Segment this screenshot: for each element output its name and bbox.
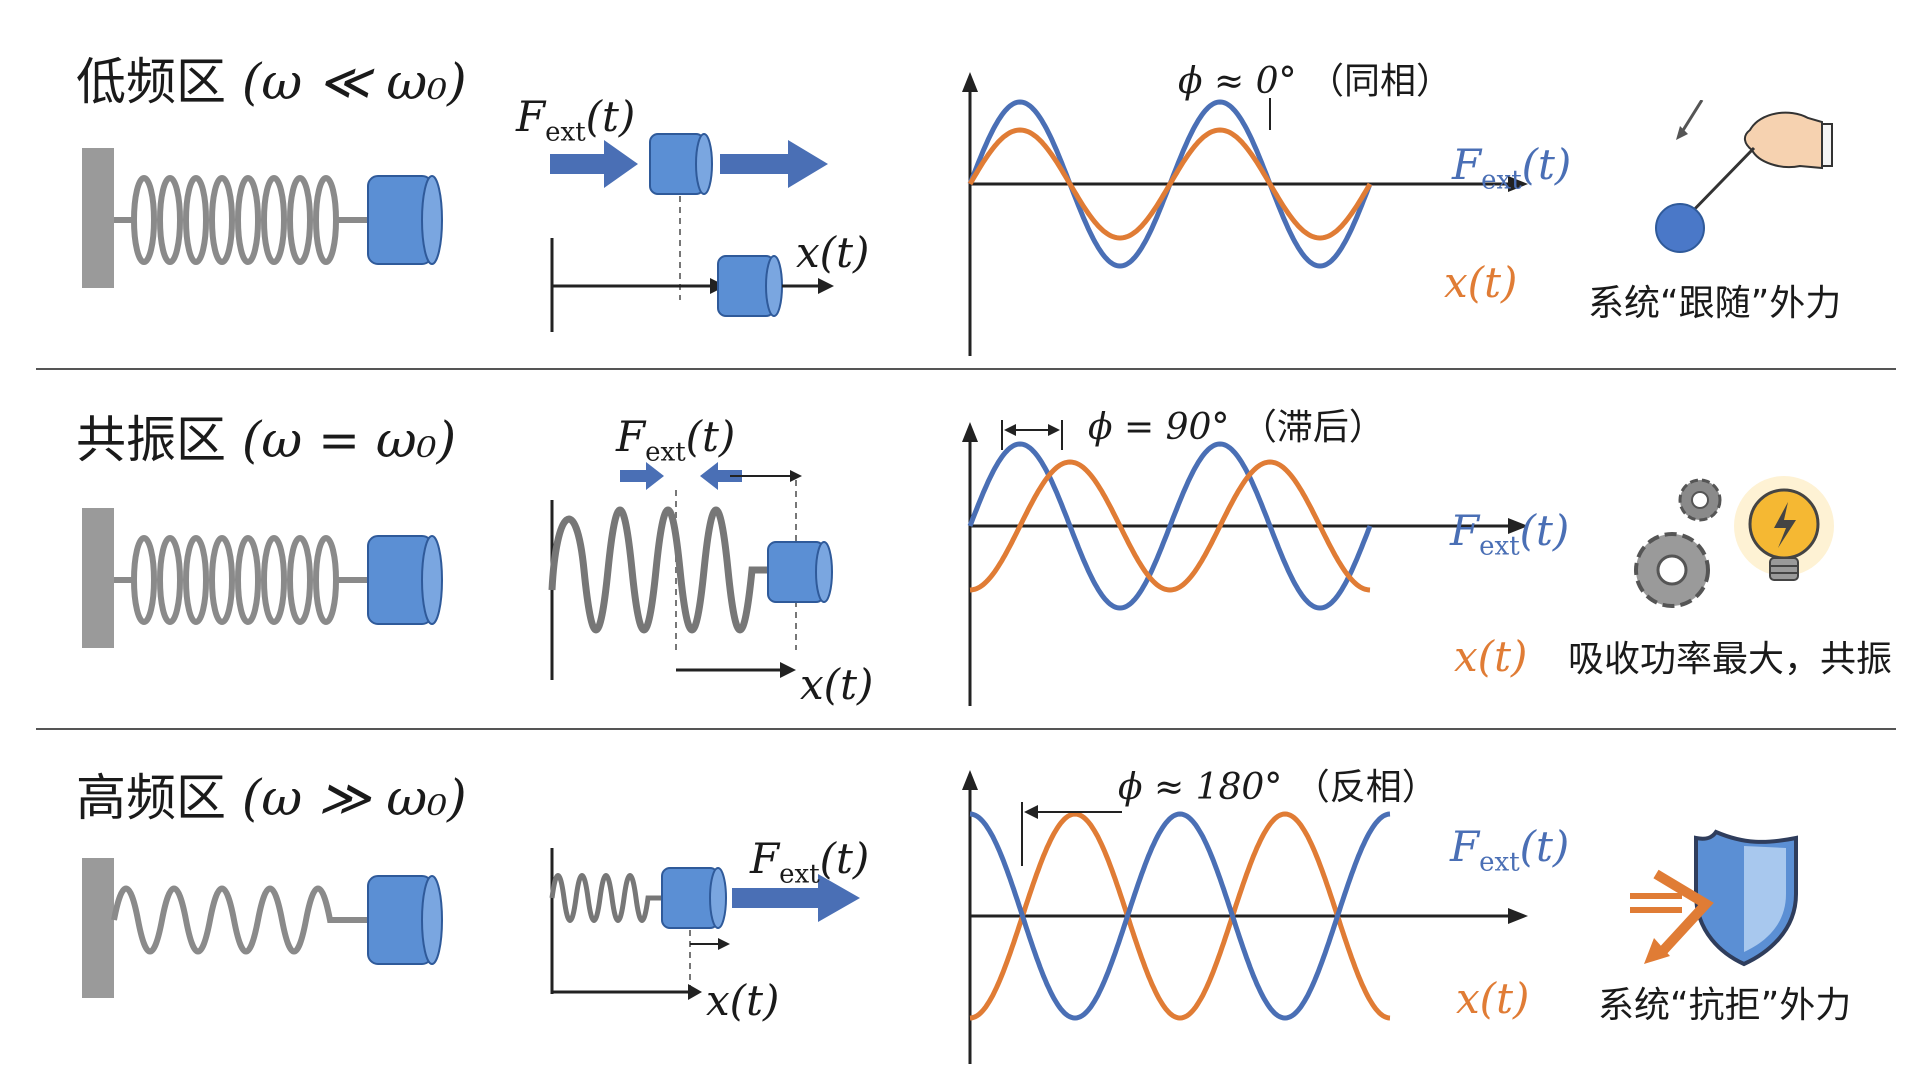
force-label-mid: Fext(t) (616, 412, 736, 468)
compressed-spring (549, 873, 662, 923)
force-arrow-out (732, 874, 860, 922)
disp-label-plot: x(t) (1444, 258, 1518, 307)
spring-mass-system (82, 858, 443, 998)
y-axis-arrow (962, 422, 978, 442)
divider (36, 728, 1896, 730)
wall (82, 858, 114, 998)
row-title-math: (ω ≫ ω₀) (241, 769, 467, 827)
phase-value: ϕ ≈ 180° (1118, 767, 1283, 808)
disp-label-mid: x(t) (706, 976, 780, 1025)
row-resonance: 共振区 (ω = ω₀) (0, 360, 1920, 717)
force-curve (967, 441, 1373, 611)
mass-block (367, 875, 443, 965)
row-title-cn: 共振区 (76, 411, 226, 469)
force-label-plot: Fext(t) (1450, 506, 1570, 562)
row-title-math: (ω ≪ ω₀) (241, 53, 467, 111)
y-axis-arrow (962, 770, 978, 790)
mass-block (367, 535, 443, 625)
displacement-curve (967, 127, 1373, 241)
gear-lightbulb-icon (1634, 476, 1834, 608)
force-diagram (549, 848, 860, 1000)
spring-coils (131, 535, 339, 625)
row-title: 低频区 (ω ≪ ω₀) (76, 42, 467, 114)
phase-cn: （滞后） (1240, 407, 1385, 448)
phase-gap-arrow-left (1004, 424, 1016, 436)
compressed-spring (548, 506, 772, 634)
phase-gap-arrow-right (1048, 424, 1060, 436)
spring-mass-system (82, 508, 443, 648)
deflect-arrow-icon (1653, 869, 1714, 958)
disp-label-mid: x(t) (796, 228, 870, 277)
phase-leader-arrow (1024, 805, 1038, 819)
x-axis-arrow (1508, 518, 1528, 534)
phase-label: ϕ ≈ 180° （反相） (1118, 758, 1438, 810)
shield-icon (1630, 829, 1798, 967)
force-arrow-left (700, 462, 742, 490)
phase-cn: （同相） (1307, 61, 1452, 102)
row-title: 共振区 (ω = ω₀) (76, 400, 456, 472)
force-arrow-out (720, 140, 828, 188)
caption: 系统“跟随”外力 (1588, 283, 1842, 324)
force-curve (969, 811, 1391, 1021)
displacement-curve (969, 811, 1391, 1021)
row-title: 高频区 (ω ≫ ω₀) (76, 758, 467, 830)
gear-large-icon (1634, 532, 1710, 608)
phase-value: ϕ ≈ 0° (1178, 61, 1297, 102)
displacement-curve (969, 459, 1371, 593)
force-diagram (550, 133, 834, 332)
row-high-frequency: 高频区 (ω ≫ ω₀) Fext(t) x(t) (0, 718, 1920, 1075)
lightbulb-icon (1734, 476, 1834, 581)
phase-cn: （反相） (1293, 767, 1438, 808)
row-title-cn: 低频区 (76, 53, 226, 111)
force-arrow-in (550, 140, 638, 188)
x-axis-arrow (1508, 176, 1528, 192)
phase-value: ϕ = 90° (1088, 407, 1230, 448)
wall (82, 148, 114, 288)
mass-block (367, 175, 443, 265)
disp-label-mid: x(t) (800, 660, 874, 709)
wall (82, 508, 114, 648)
mass-block (661, 867, 727, 929)
force-label-plot: Fext(t) (1452, 140, 1572, 196)
mass-block-upper (649, 133, 713, 195)
force-diagram (548, 462, 833, 680)
force-label-plot: Fext(t) (1450, 822, 1570, 878)
spring-coils (111, 885, 368, 955)
spring-coils (131, 175, 339, 265)
caption: 吸收功率最大，共振 (1568, 639, 1893, 680)
mass-block-lower (717, 255, 783, 317)
phase-label: ϕ ≈ 0° （同相） (1178, 52, 1452, 104)
x-axis-arrow (1508, 908, 1528, 924)
phase-label: ϕ = 90° （滞后） (1088, 398, 1385, 450)
caption: 系统“抗拒”外力 (1598, 985, 1852, 1026)
spring-mass-system (82, 148, 443, 288)
disp-label-plot: x(t) (1454, 632, 1528, 681)
hand-pendulum-icon (1655, 100, 1833, 253)
force-label-mid: Fext(t) (516, 92, 636, 148)
wave-plot-low (962, 72, 1528, 356)
mass-block (767, 541, 833, 603)
gear-small-icon (1678, 478, 1722, 522)
y-axis-arrow (962, 72, 978, 92)
row-title-cn: 高频区 (76, 769, 226, 827)
row-title-math: (ω = ω₀) (241, 411, 457, 469)
disp-label-plot: x(t) (1456, 974, 1530, 1023)
wave-plot-high (962, 770, 1528, 1064)
force-arrow-right (620, 462, 664, 490)
force-label-mid: Fext(t) (750, 834, 870, 890)
wave-plot-resonance (962, 420, 1528, 706)
row-low-frequency: 低频区 (ω ≪ ω₀) (0, 0, 1920, 357)
divider (36, 368, 1896, 370)
